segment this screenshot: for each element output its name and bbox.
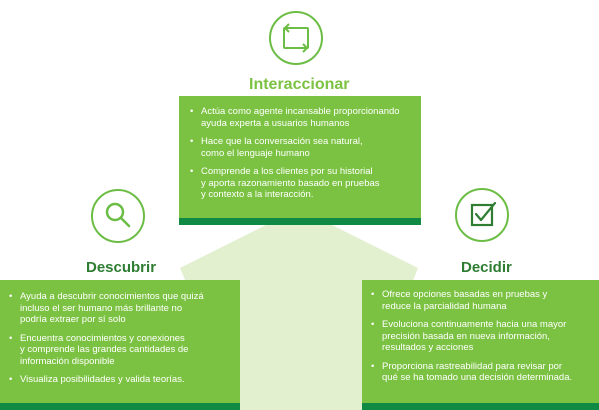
- descubrir-item-3: Visualiza posibilidades y valida teorías…: [6, 374, 232, 386]
- interactuar-heading: Interaccionar: [249, 76, 350, 93]
- decidir-heading: Decidir: [461, 259, 512, 276]
- checkbox-icon: [470, 201, 497, 227]
- interactuar-icon-circle: [269, 11, 323, 65]
- descubrir-icon-circle: [91, 189, 145, 243]
- exchange-arrows-icon: [283, 23, 309, 53]
- magnifier-icon: [105, 202, 131, 228]
- interactuar-item-2: Hace que la conversación sea natural, co…: [187, 136, 413, 159]
- descubrir-panel: Ayuda a descubrir conocimientos que quiz…: [0, 280, 240, 410]
- decidir-icon-circle: [455, 188, 509, 242]
- decidir-item-3: Proporciona rastreabilidad para revisar …: [368, 361, 591, 384]
- descubrir-item-1: Ayuda a descubrir conocimientos que quiz…: [6, 291, 232, 326]
- interactuar-item-1: Actúa como agente incansable proporciona…: [187, 106, 413, 129]
- descubrir-heading: Descubrir: [86, 259, 157, 276]
- interactuar-panel: Actúa como agente incansable proporciona…: [179, 96, 421, 225]
- decidir-item-1: Ofrece opciones basadas en pruebas y red…: [368, 289, 591, 312]
- descubrir-item-2: Encuentra conocimientos y conexiones y c…: [6, 333, 232, 368]
- decidir-panel: Ofrece opciones basadas en pruebas y red…: [362, 280, 599, 410]
- interactuar-item-3: Comprende a los clientes por su historia…: [187, 166, 413, 201]
- decidir-item-2: Evoluciona continuamente hacia una mayor…: [368, 319, 591, 354]
